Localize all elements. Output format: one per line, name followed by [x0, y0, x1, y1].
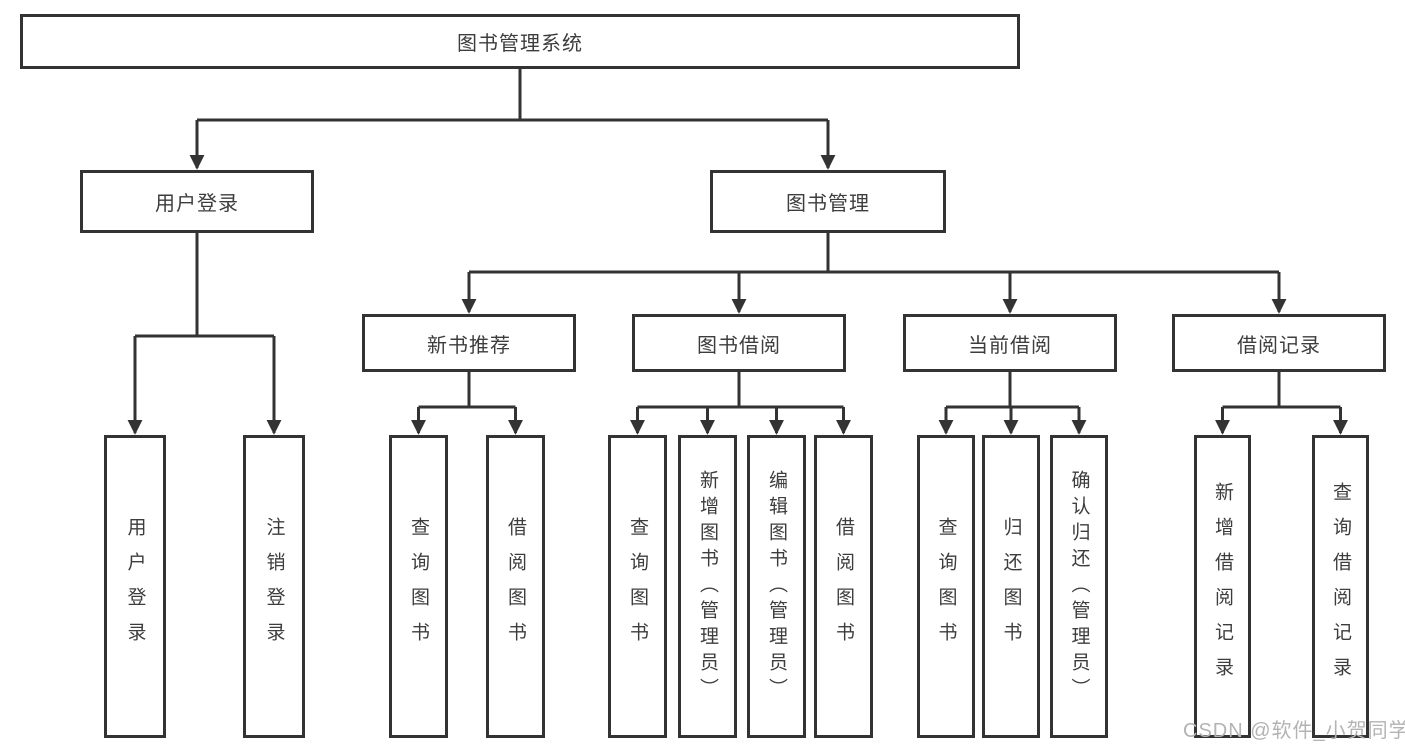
- connector-line: [637, 372, 844, 409]
- leaf-borrow-books-recommend: 借阅图书: [486, 435, 545, 738]
- leaf-label: 确认归还（管理员）: [1068, 469, 1090, 704]
- connector-line: [469, 233, 1279, 274]
- node-current-borrowing: 当前借阅: [903, 314, 1117, 372]
- connector-line: [418, 372, 516, 409]
- leaf-label: 查询图书: [935, 516, 957, 657]
- connector-line: [946, 372, 1079, 409]
- leaf-borrow-books-borrowing: 借阅图书: [814, 435, 873, 738]
- leaf-query-books-borrowing: 查询图书: [608, 435, 667, 738]
- leaf-add-books-admin: 新增图书（管理员）: [678, 435, 737, 738]
- leaf-label: 新增图书（管理员）: [697, 469, 718, 704]
- connector-group: [127, 67, 1348, 435]
- connector-line: [197, 67, 828, 122]
- leaf-label: 用户登录: [124, 516, 146, 657]
- leaf-label: 归还图书: [1000, 516, 1022, 657]
- connector-line: [1222, 372, 1341, 409]
- node-user-login: 用户登录: [80, 170, 314, 233]
- node-borrowing-records: 借阅记录: [1172, 314, 1386, 372]
- leaf-user-login: 用户登录: [104, 435, 166, 738]
- node-book-borrowing: 图书借阅: [632, 314, 846, 372]
- node-label: 图书管理: [786, 193, 870, 215]
- leaf-label: 借阅图书: [505, 516, 526, 657]
- leaf-query-borrow-record: 查询借阅记录: [1312, 435, 1369, 738]
- node-library-management-system: 图书管理系统: [20, 14, 1020, 69]
- leaf-label: 编辑图书（管理员）: [766, 469, 787, 704]
- leaf-edit-books-admin: 编辑图书（管理员）: [747, 435, 806, 738]
- leaf-query-books-current: 查询图书: [917, 435, 975, 738]
- node-book-management: 图书管理: [710, 170, 946, 233]
- node-label: 当前借阅: [968, 334, 1052, 357]
- leaf-label: 查询借阅记录: [1330, 481, 1351, 692]
- leaf-logout: 注销登录: [243, 435, 305, 738]
- leaf-label: 注销登录: [263, 516, 285, 657]
- node-new-book-recommendation: 新书推荐: [362, 314, 576, 372]
- leaf-query-books-recommend: 查询图书: [389, 435, 448, 738]
- leaf-confirm-return-admin: 确认归还（管理员）: [1050, 435, 1108, 738]
- leaf-add-borrow-record: 新增借阅记录: [1194, 435, 1251, 738]
- node-label: 图书管理系统: [457, 33, 583, 55]
- node-label: 新书推荐: [427, 334, 511, 357]
- leaf-return-books: 归还图书: [982, 435, 1040, 738]
- leaf-label: 借阅图书: [833, 516, 854, 657]
- node-label: 用户登录: [155, 193, 239, 215]
- node-label: 借阅记录: [1237, 334, 1321, 357]
- watermark: CSDN @软件_小贺同学: [1183, 720, 1405, 742]
- node-label: 图书借阅: [697, 334, 781, 357]
- connector-line: [135, 233, 274, 338]
- leaf-label: 查询图书: [408, 516, 429, 657]
- leaf-label: 查询图书: [627, 516, 648, 657]
- leaf-label: 新增借阅记录: [1212, 481, 1233, 692]
